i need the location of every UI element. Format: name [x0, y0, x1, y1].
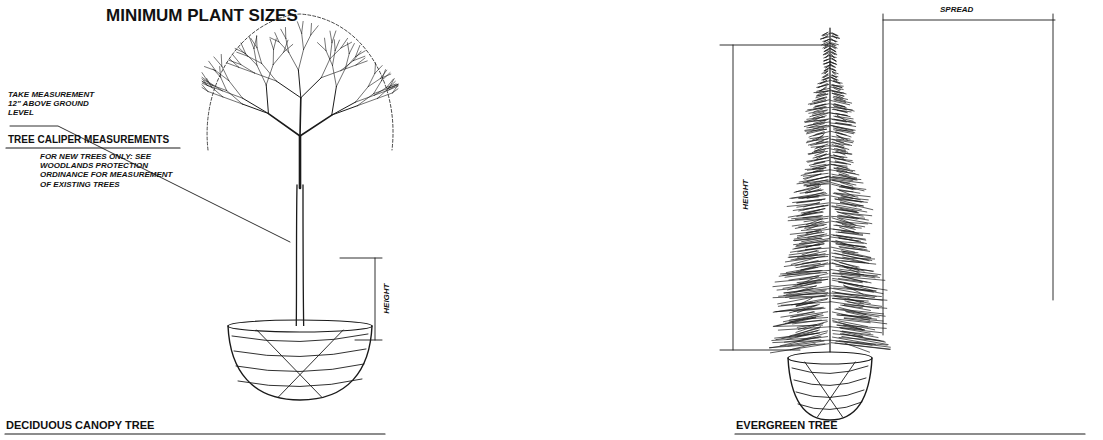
- root-ball: [788, 352, 872, 420]
- root-ball: [228, 320, 372, 400]
- drawing: [5, 14, 1085, 434]
- trunk: [296, 185, 304, 345]
- dimension-label: SPREAD: [940, 5, 973, 14]
- section-heading: TREE CALIPER MEASUREMENTS: [8, 134, 169, 146]
- title: MINIMUM PLANT SIZES: [106, 6, 298, 26]
- dimension-label: HEIGHT: [740, 178, 749, 212]
- branches: [202, 21, 398, 188]
- crown-outline: [207, 14, 393, 150]
- dimension-label: HEIGHT: [381, 282, 390, 316]
- note: FOR NEW TREES ONLY: SEE WOODLANDS PROTEC…: [40, 152, 180, 189]
- note: TAKE MEASUREMENT 12" ABOVE GROUND LEVEL: [8, 90, 104, 118]
- spread-dimension: [883, 14, 1055, 335]
- caption-label: DECIDUOUS CANOPY TREE: [6, 419, 154, 432]
- deciduous-tree: [202, 14, 398, 400]
- underline: [5, 148, 1085, 434]
- foliage: [769, 32, 890, 353]
- height-dimension: [340, 258, 382, 340]
- evergreen-tree: [769, 28, 890, 420]
- caption-label: EVERGREEN TREE: [736, 419, 837, 432]
- height-dimension: [720, 45, 828, 350]
